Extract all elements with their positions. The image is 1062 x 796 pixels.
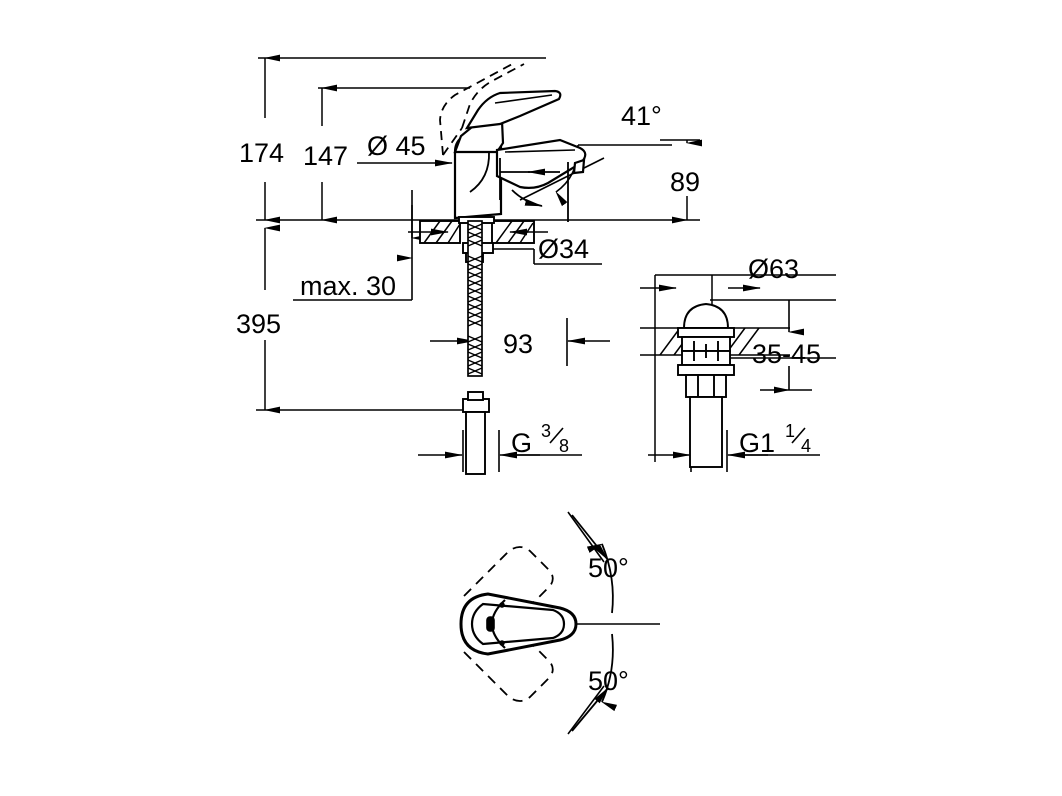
lever-dot-bottom <box>499 640 505 646</box>
waste-tailpipe <box>689 396 723 468</box>
stud-thread-texture <box>467 223 483 375</box>
dim-89-label: 89 <box>670 167 700 197</box>
dim-93-label: 93 <box>503 329 533 359</box>
dim-395-label: 395 <box>236 309 281 339</box>
dim-swivel-up <box>567 511 614 614</box>
dim-swivel-down <box>567 633 618 735</box>
dim-g38-numerator: 3 <box>541 421 551 441</box>
dim-d63-label: Ø63 <box>748 254 799 284</box>
lever-slot <box>486 616 495 632</box>
coupling-collar <box>467 391 484 401</box>
dim-41deg-label: 41° <box>621 101 662 131</box>
dim-g114-fraction-bar <box>791 427 806 444</box>
faucet-lever-crease <box>494 94 553 104</box>
dim-d45-label: Ø 45 <box>367 131 426 161</box>
dim-g38-denominator: 8 <box>559 436 569 456</box>
dim-g114-denominator: 4 <box>801 436 811 456</box>
faucet-spout-crease <box>504 149 576 153</box>
dim-147-label: 147 <box>303 141 348 171</box>
supply-hose-shaft <box>465 411 486 475</box>
waste-thread-body <box>685 374 727 398</box>
view-pop-up-waste: Ø63 35-45 G1 1 4 <box>640 254 836 472</box>
dim-g38-label: G <box>511 428 532 458</box>
waste-lock-nut <box>677 364 735 376</box>
lever-rotated-positions <box>463 546 554 702</box>
faucet-body <box>453 89 587 220</box>
faucet-lever-open-dashed <box>439 61 525 156</box>
lever-plan-grip-marks <box>486 602 505 646</box>
dim-max30-label: max. 30 <box>300 271 396 301</box>
dim-g38 <box>418 430 582 472</box>
dim-35-45 <box>760 300 812 394</box>
lever-dot-top <box>499 602 505 608</box>
dim-g38-fraction-bar <box>549 427 564 444</box>
dim-89 <box>660 139 702 224</box>
dim-swivel-down-label: 50° <box>588 666 629 696</box>
faucet-spout <box>495 138 587 189</box>
faucet-lever-arm <box>464 89 562 130</box>
waste-body <box>677 303 735 468</box>
dim-g114-numerator: 1 <box>785 421 795 441</box>
dim-d34-label: Ø34 <box>538 234 589 264</box>
view-front-elevation: 174 147 395 Ø 45 max. 30 <box>236 54 702 475</box>
coupling-nut <box>462 398 490 413</box>
dim-d34 <box>492 248 602 265</box>
dim-swivel-up-label: 50° <box>588 553 629 583</box>
faucet-aerator <box>572 158 586 175</box>
view-plan-swivel: 50° 50° <box>459 511 660 735</box>
dim-35-45-label: 35-45 <box>752 339 821 369</box>
dim-174-label: 174 <box>239 138 284 168</box>
dim-g114-label: G1 <box>739 428 775 458</box>
waste-flange <box>677 327 735 338</box>
faucet-pivot-arcs <box>469 151 569 222</box>
dim-93 <box>430 318 610 366</box>
hose-coupling <box>462 391 490 413</box>
lever-plan-outline <box>459 592 578 656</box>
waste-dome-cap <box>683 303 729 329</box>
supply-hose <box>465 411 486 475</box>
